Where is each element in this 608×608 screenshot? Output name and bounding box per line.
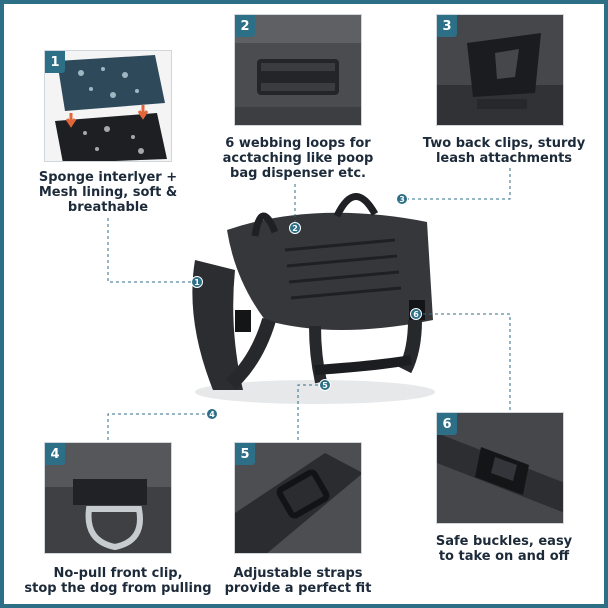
harness-marker-3: 3 (396, 193, 408, 205)
feature-caption-5: Adjustable straps provide a perfect fit (224, 566, 372, 596)
feature-badge-3: 3 (437, 15, 457, 37)
dog-harness-image (192, 193, 435, 404)
feature-panel-1: 1 (44, 50, 172, 162)
webbing-loop-image (235, 15, 361, 125)
feature-badge-4: 4 (45, 443, 65, 465)
feature-badge-6: 6 (437, 413, 457, 435)
harness-marker-6: 6 (410, 308, 422, 320)
harness-marker-4: 4 (206, 408, 218, 420)
feature-badge-5: 5 (235, 443, 255, 465)
feature-panel-4: 4 (44, 442, 172, 554)
feature-caption-1: Sponge interlyer + Mesh lining, soft & b… (38, 170, 178, 215)
harness-marker-5: 5 (319, 379, 331, 391)
safety-buckle-image (437, 413, 563, 523)
harness-marker-2: 2 (289, 222, 301, 234)
harness-marker-1: 1 (191, 276, 203, 288)
feature-badge-2: 2 (235, 15, 255, 37)
feature-badge-1: 1 (45, 51, 65, 73)
feature-panel-2: 2 (234, 14, 362, 126)
back-clip-image (437, 15, 563, 125)
layered-fabric-image (45, 51, 171, 161)
feature-panel-5: 5 (234, 442, 362, 554)
feature-panel-6: 6 (436, 412, 564, 524)
feature-panel-3: 3 (436, 14, 564, 126)
front-d-ring-image (45, 443, 171, 553)
feature-caption-3: Two back clips, sturdy leash attachments (422, 136, 586, 166)
feature-caption-4: No-pull front clip, stop the dog from pu… (24, 566, 212, 596)
feature-caption-6: Safe buckles, easy to take on and off (435, 534, 573, 564)
adjustable-strap-image (235, 443, 361, 553)
feature-caption-2: 6 webbing loops for acctaching like poop… (222, 136, 374, 181)
